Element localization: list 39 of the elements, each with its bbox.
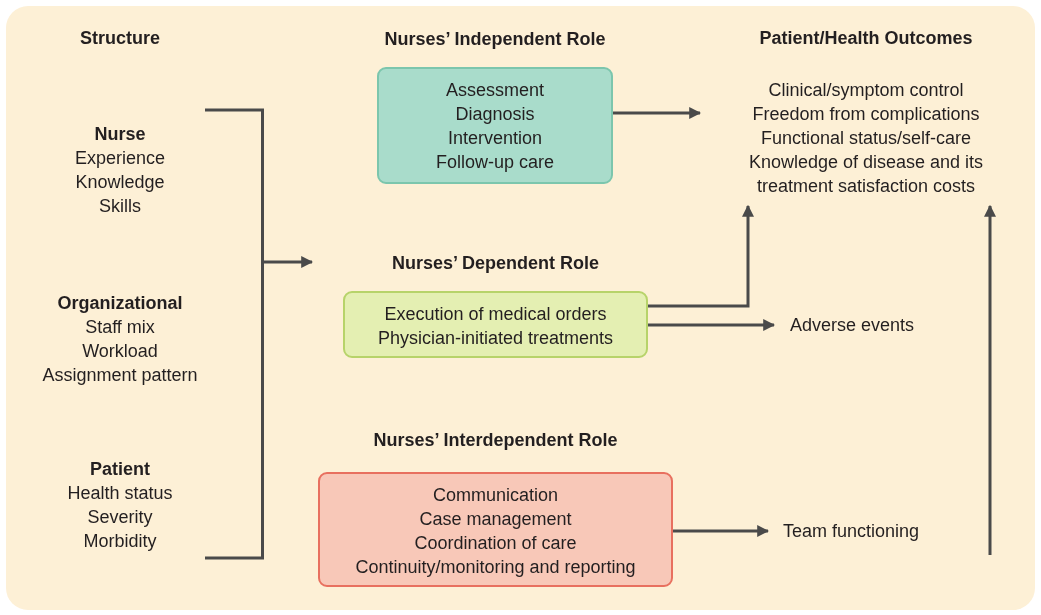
list-item: Continuity/monitoring and reporting <box>354 556 637 579</box>
list-item: Intervention <box>446 127 544 150</box>
list-item: Execution of medical orders <box>383 303 608 326</box>
role-heading: Nurses’ Interdependent Role <box>372 429 619 452</box>
list-item: Knowledge of disease and its treatment satisfaction costs <box>747 151 985 198</box>
group-heading: Nurse <box>93 123 147 146</box>
group-heading: Organizational <box>56 292 184 315</box>
arrow <box>613 107 702 119</box>
list-item: Coordination of care <box>413 532 578 555</box>
list-item: Diagnosis <box>454 103 536 126</box>
list-item: Communication <box>431 484 560 507</box>
list-item: Assignment pattern <box>41 364 199 387</box>
arrow <box>673 525 770 537</box>
role-heading: Nurses’ Independent Role <box>383 28 607 51</box>
outcome-text: Adverse events <box>789 314 916 337</box>
list-item: Functional status/self-care <box>759 127 973 150</box>
list-item: Knowledge <box>74 171 166 194</box>
list-item: Workload <box>81 340 159 363</box>
list-item: Skills <box>98 195 142 218</box>
list-item: Physician-initiated treatments <box>376 327 615 350</box>
outcome-text: Team functioning <box>782 520 921 543</box>
list-item: Assessment <box>444 79 545 102</box>
list-item: Freedom from complications <box>751 103 981 126</box>
list-item: Case management <box>418 508 573 531</box>
list-item: Clinical/symptom control <box>767 79 965 102</box>
group-heading: Patient/Health Outcomes <box>758 27 974 50</box>
list-item: Health status <box>66 482 174 505</box>
arrow <box>648 319 776 331</box>
list-item: Follow-up care <box>434 151 555 174</box>
arrow <box>264 256 314 268</box>
list-item: Experience <box>73 147 167 170</box>
group-heading: Patient <box>89 458 151 481</box>
arrow <box>984 204 996 555</box>
list-item: Staff mix <box>84 316 156 339</box>
list-item: Severity <box>86 506 154 529</box>
role-heading: Nurses’ Dependent Role <box>390 252 601 275</box>
list-item: Morbidity <box>82 530 158 553</box>
column-heading: Structure <box>79 27 161 50</box>
arrow <box>648 204 754 308</box>
